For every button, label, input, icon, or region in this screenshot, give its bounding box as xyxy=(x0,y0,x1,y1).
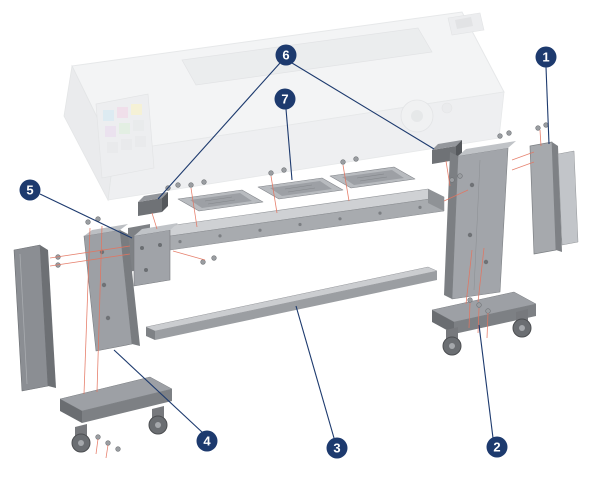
callout-badges: 1 2 3 4 5 6 7 xyxy=(19,44,557,459)
part-spacer-left xyxy=(138,192,168,216)
printer-window xyxy=(181,27,433,86)
callout-3-number: 3 xyxy=(333,441,340,456)
part-right-leg-cover xyxy=(529,141,579,255)
tray-2 xyxy=(257,177,344,200)
part-beam-trays xyxy=(177,166,416,212)
tray-3 xyxy=(329,166,416,189)
callout-5: 5 xyxy=(19,179,41,201)
part-cross-brace xyxy=(145,266,438,340)
callout-2-number: 2 xyxy=(493,440,500,455)
leader-2 xyxy=(478,324,494,439)
callout-1: 1 xyxy=(535,46,557,68)
callout-6-number: 6 xyxy=(282,48,289,63)
callout-5-number: 5 xyxy=(26,183,33,198)
caster-wheel xyxy=(512,309,532,338)
leader-1 xyxy=(545,66,550,145)
tray-1 xyxy=(177,189,264,212)
callout-6: 6 xyxy=(275,44,297,66)
leader-3 xyxy=(295,305,335,439)
callout-3: 3 xyxy=(326,437,348,459)
callout-4: 4 xyxy=(196,430,218,452)
caster-wheel xyxy=(148,406,168,435)
leader-7 xyxy=(285,108,293,181)
caster-wheel xyxy=(71,424,91,453)
assembly-alignment-lines xyxy=(49,129,542,459)
part-right-foot xyxy=(431,291,537,356)
callout-2: 2 xyxy=(486,436,508,458)
printer-roll-spindle xyxy=(400,99,453,133)
printer-ink-station xyxy=(95,93,155,179)
part-left-leg xyxy=(83,224,140,352)
leader-5 xyxy=(39,193,133,239)
printer-control-panel xyxy=(447,12,485,36)
callout-1-number: 1 xyxy=(542,50,549,65)
leader-6a xyxy=(157,62,281,200)
screws xyxy=(55,122,549,452)
callout-7-number: 7 xyxy=(281,92,288,107)
leader-4 xyxy=(113,349,204,434)
part-left-foot xyxy=(59,376,173,453)
caster-wheel xyxy=(442,327,462,356)
part-left-bracket xyxy=(128,223,178,287)
leader-6b xyxy=(291,62,435,150)
part-right-leg xyxy=(444,141,516,300)
callout-7: 7 xyxy=(274,88,296,110)
callout-4-number: 4 xyxy=(203,434,211,449)
part-left-leg-cover xyxy=(13,244,56,392)
callout-leader-lines xyxy=(39,62,550,439)
printer-ghost-image xyxy=(63,11,505,202)
